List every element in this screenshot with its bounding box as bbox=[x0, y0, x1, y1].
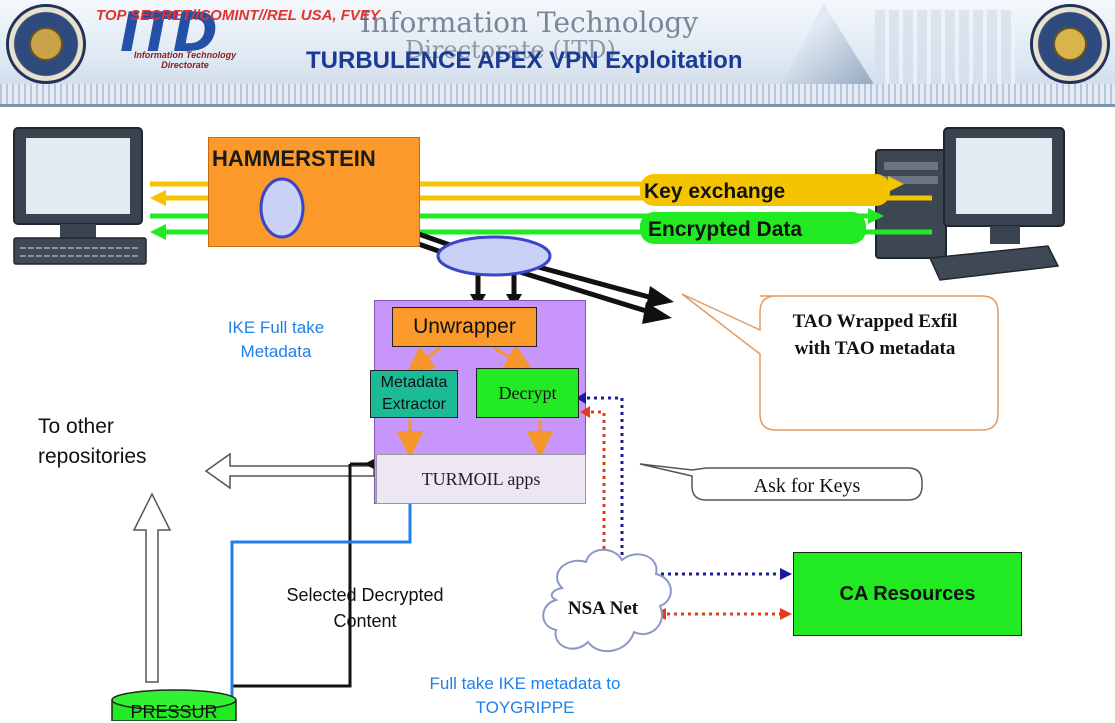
tao-exfil-label: TAO Wrapped Exfil with TAO metadata bbox=[782, 308, 968, 362]
ask-for-keys-label: Ask for Keys bbox=[692, 475, 922, 498]
nsa-net-label: NSA Net bbox=[548, 598, 658, 620]
selected-content-label: Selected Decrypted Content bbox=[262, 582, 468, 634]
turmoil-apps-box: TURMOIL apps bbox=[376, 454, 586, 504]
ca-resources-box: CA Resources bbox=[793, 552, 1022, 636]
other-repositories-label: To other repositories bbox=[38, 412, 178, 472]
decrypt-box: Decrypt bbox=[476, 368, 579, 418]
key-exchange-label: Key exchange bbox=[644, 180, 785, 204]
pressure-label: PRESSUR bbox=[112, 702, 236, 723]
tap-point-icon bbox=[438, 237, 550, 275]
ike-full-take-label: IKE Full take Metadata bbox=[206, 316, 346, 364]
encrypted-data-label: Encrypted Data bbox=[648, 218, 802, 242]
metadata-extractor-box: Metadata Extractor bbox=[370, 370, 458, 418]
full-take-ike-label: Full take IKE metadata to TOYGRIPPE bbox=[390, 672, 660, 720]
unwrapper-box: Unwrapper bbox=[392, 307, 537, 347]
tap-point-icon bbox=[261, 179, 303, 237]
